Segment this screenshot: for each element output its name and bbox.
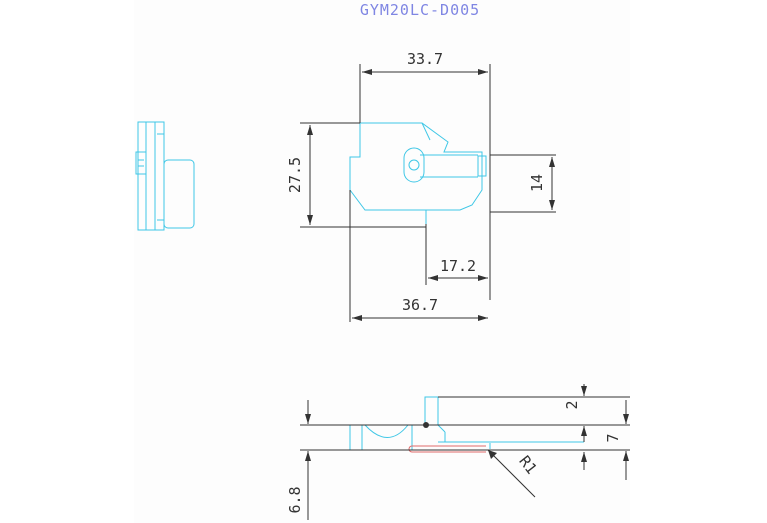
dimension-bottom-width: 36.7 bbox=[349, 190, 488, 322]
dim-inner-width-label: 17.2 bbox=[440, 257, 476, 275]
dimension-side-left: 6.8 bbox=[286, 400, 311, 520]
dimension-inner-width: 17.2 bbox=[425, 224, 488, 285]
dim-right-height-label: 14 bbox=[528, 174, 546, 192]
dim-side-left-label: 6.8 bbox=[286, 486, 304, 513]
dimension-height: 27.5 bbox=[286, 122, 426, 228]
dimension-side-mid: 7 bbox=[300, 400, 630, 480]
drawing-title: GYM20LC-D005 bbox=[360, 1, 480, 19]
side-view-left bbox=[135, 121, 195, 231]
dimension-top-width: 33.7 bbox=[359, 50, 491, 300]
dim-top-width-label: 33.7 bbox=[407, 50, 443, 68]
dim-side-top-label: 2 bbox=[563, 400, 581, 409]
top-view-part bbox=[349, 122, 487, 224]
drawing-sheet bbox=[134, 0, 630, 523]
dim-bottom-width-label: 36.7 bbox=[402, 296, 438, 314]
dimension-right-height: 14 bbox=[490, 154, 556, 213]
dim-height-label: 27.5 bbox=[286, 157, 304, 193]
dim-side-mid-label: 7 bbox=[604, 433, 622, 442]
dimension-side-top: 2 bbox=[300, 384, 630, 442]
